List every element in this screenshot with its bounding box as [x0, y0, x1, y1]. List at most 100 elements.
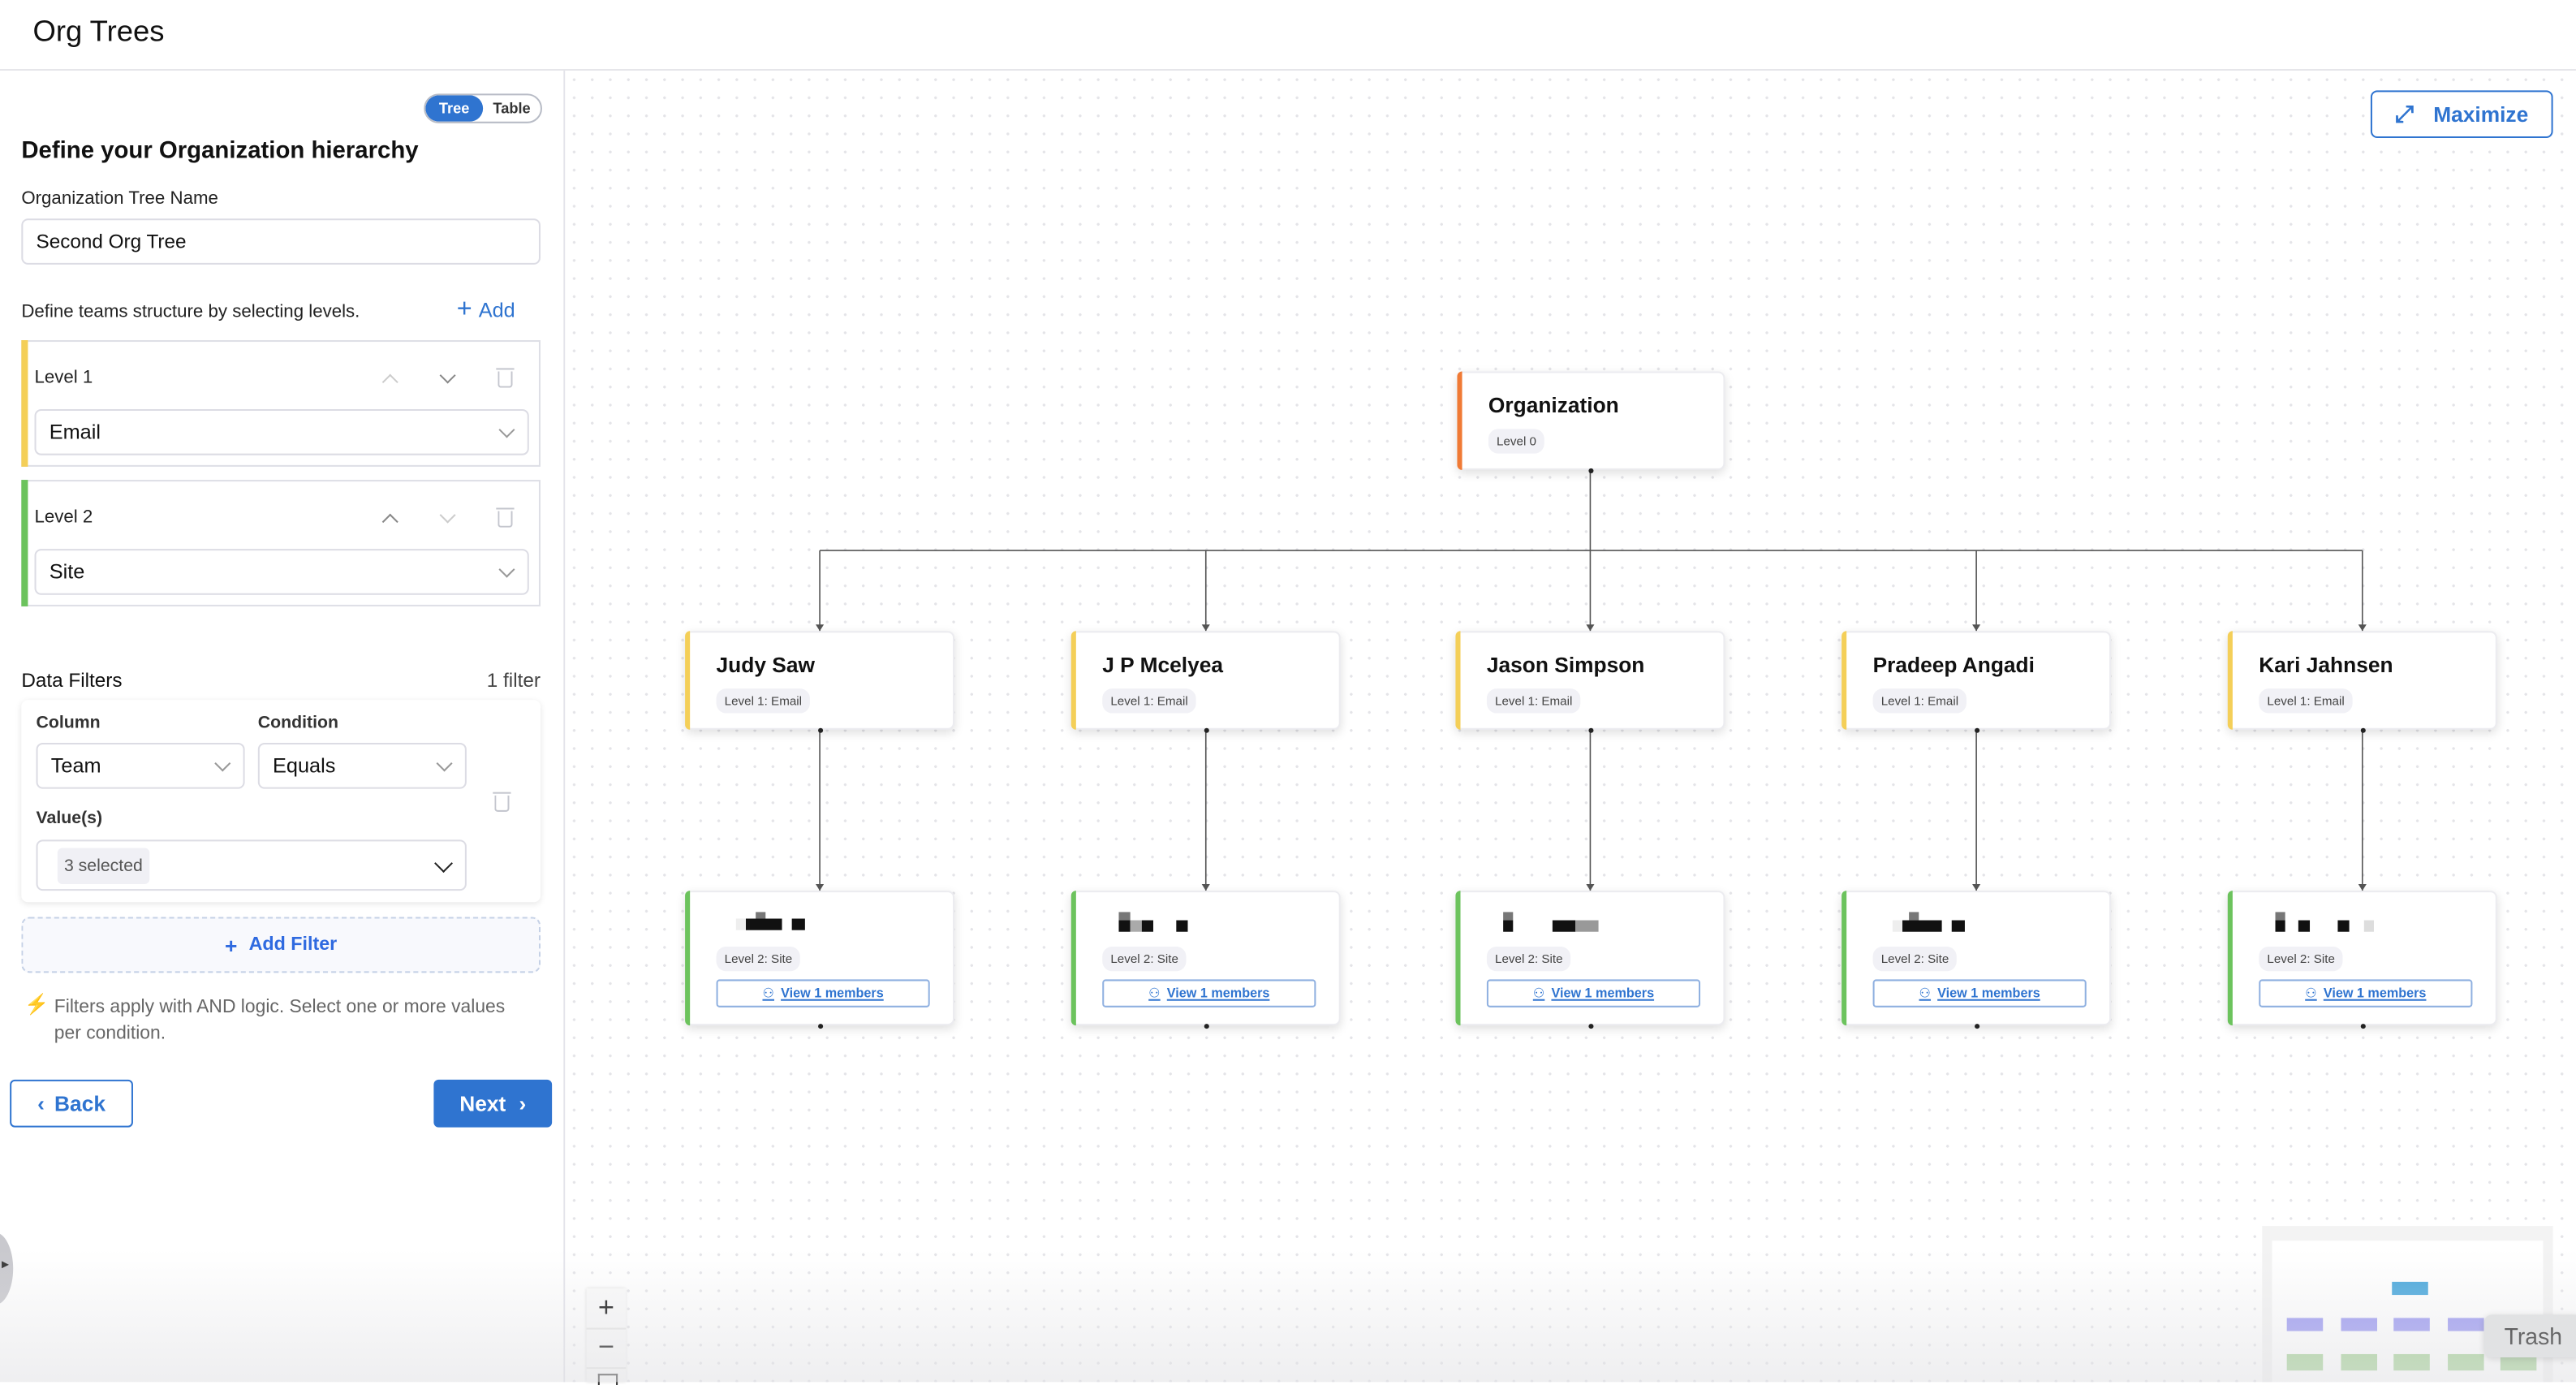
fit-view-icon[interactable] — [597, 1374, 618, 1385]
tree-name-input[interactable]: Second Org Tree — [21, 218, 541, 265]
arrowhead-icon — [816, 624, 825, 632]
connection-handle[interactable] — [817, 727, 823, 732]
view-members-button[interactable]: ⚇View 1 members — [1102, 979, 1316, 1007]
view-members-button[interactable]: ⚇View 1 members — [1872, 979, 2087, 1007]
minimap-node — [2392, 1281, 2428, 1296]
connection-handle[interactable] — [817, 1023, 823, 1029]
node-color-bar — [685, 631, 691, 730]
zoom-in-button[interactable]: + — [586, 1288, 627, 1330]
redacted-pixel — [2363, 920, 2374, 932]
filter-card: Column Condition Team Equals Value(s) 3 … — [21, 700, 541, 903]
redacted-pixel — [1503, 920, 1514, 932]
toggle-tree[interactable]: Tree — [425, 95, 484, 122]
next-label: Next — [459, 1091, 506, 1116]
node-level-chip: Level 1: Email — [1102, 688, 1196, 714]
level2-node[interactable]: Level 2: Site⚇View 1 members — [685, 891, 955, 1026]
minimap-node — [2340, 1318, 2377, 1331]
values-select[interactable]: 3 selected — [36, 839, 467, 891]
column-value: Team — [50, 754, 101, 778]
level-color-bar — [21, 480, 28, 606]
minimap[interactable] — [2262, 1226, 2553, 1383]
add-level-button[interactable]: + Add — [456, 296, 515, 324]
zoom-out-button[interactable]: − — [586, 1328, 627, 1370]
redacted-pixel — [1141, 920, 1153, 932]
zoom-controls: + − — [586, 1288, 627, 1385]
node-title: Jason Simpson — [1486, 652, 1645, 677]
add-level-label: Add — [478, 299, 515, 322]
node-level-chip: Level 2: Site — [1102, 946, 1187, 972]
connection-handle[interactable] — [1974, 727, 1979, 732]
maximize-label: Maximize — [2433, 101, 2529, 127]
connection-handle[interactable] — [1587, 1023, 1593, 1029]
level2-node[interactable]: Level 2: Site⚇View 1 members — [2227, 891, 2497, 1026]
redacted-pixel — [756, 912, 766, 919]
maximize-button[interactable]: ⤢Maximize — [2370, 90, 2553, 139]
arrowhead-icon — [1972, 624, 1981, 632]
level-color-bar — [21, 340, 28, 467]
redacted-pixel — [2337, 920, 2350, 932]
redacted-pixel — [1575, 920, 1599, 932]
page-title: Org Trees — [32, 15, 165, 48]
delete-filter-icon[interactable] — [493, 792, 511, 812]
connection-handle[interactable] — [2359, 727, 2365, 732]
plus-icon: + — [225, 932, 238, 958]
column-select[interactable]: Team — [36, 742, 245, 789]
condition-select[interactable]: Equals — [257, 742, 467, 789]
toggle-table[interactable]: Table — [493, 100, 531, 117]
level-select[interactable]: Email — [34, 409, 529, 455]
arrowhead-icon — [1586, 884, 1595, 891]
trash-tooltip: Trash — [2483, 1314, 2576, 1357]
node-title: Kari Jahnsen — [2259, 652, 2393, 677]
members-label: View 1 members — [1937, 986, 2040, 1001]
connection-handle[interactable] — [1587, 467, 1593, 472]
form-heading: Define your Organization hierarchy — [21, 138, 419, 165]
plus-icon: + — [456, 296, 472, 324]
view-members-button[interactable]: ⚇View 1 members — [2259, 979, 2473, 1007]
level2-node[interactable]: Level 2: Site ⚇View 1 members — [1455, 891, 1725, 1026]
chevron-left-icon: ‹ — [37, 1091, 45, 1116]
minimap-node — [2340, 1353, 2377, 1371]
redacted-pixel — [735, 918, 746, 930]
connection-handle[interactable] — [1974, 1023, 1979, 1029]
redacted-pixel — [1552, 920, 1576, 932]
level-select[interactable]: Site — [34, 549, 529, 595]
redacted-pixel — [1130, 920, 1142, 932]
view-members-button[interactable]: ⚇View 1 members — [1486, 979, 1701, 1007]
connection-handle[interactable] — [2359, 1023, 2365, 1029]
node-level-chip: Level 2: Site — [1872, 946, 1958, 972]
connection-handle[interactable] — [1587, 727, 1593, 732]
redacted-pixel — [745, 918, 782, 930]
connection-handle[interactable] — [1203, 1023, 1208, 1029]
view-members-button[interactable]: ⚇View 1 members — [716, 979, 930, 1007]
redacted-pixel — [1176, 920, 1188, 932]
add-filter-button[interactable]: +Add Filter — [21, 917, 541, 973]
next-button[interactable]: Next› — [433, 1079, 553, 1128]
node-color-bar — [1455, 891, 1461, 1026]
view-toggle[interactable]: Tree Table — [424, 93, 542, 123]
trash-icon[interactable] — [496, 368, 515, 388]
redacted-name — [1503, 912, 1618, 934]
level2-node[interactable]: Level 2: Site ⚇View 1 members — [1070, 891, 1341, 1026]
members-label: View 1 members — [1166, 986, 1270, 1001]
redacted-pixel — [2298, 920, 2311, 932]
level2-node[interactable]: Level 2: Site ⚇View 1 members — [1842, 891, 2112, 1026]
redacted-pixel — [1951, 920, 1965, 932]
minimap-node — [2286, 1318, 2324, 1331]
filter-note: Filters apply with AND logic. Select one… — [54, 997, 506, 1044]
connection-handle[interactable] — [1203, 727, 1208, 732]
minimap-node — [2447, 1318, 2483, 1331]
trash-icon[interactable] — [496, 507, 515, 528]
minimap-node — [2393, 1318, 2430, 1331]
redacted-name — [733, 912, 848, 934]
level-select-value: Site — [49, 560, 85, 584]
node-level-chip: Level 2: Site — [1486, 946, 1571, 972]
back-button[interactable]: ‹Back — [10, 1079, 133, 1128]
members-icon: ⚇ — [762, 986, 774, 1001]
